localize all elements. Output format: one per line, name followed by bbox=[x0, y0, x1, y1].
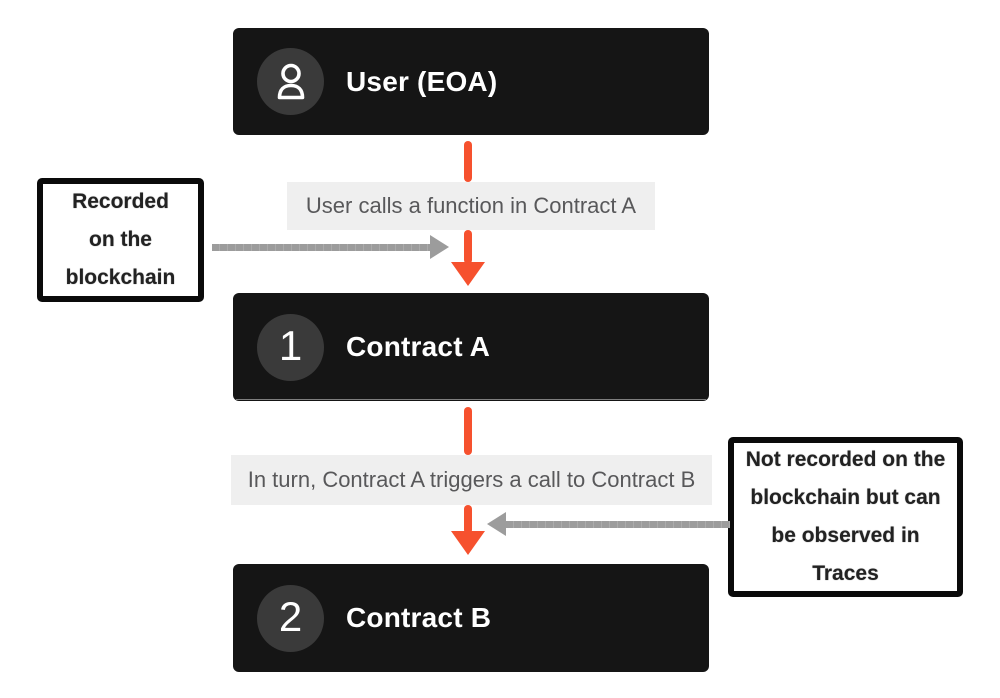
callout-line: Traces bbox=[812, 562, 879, 585]
callout-line: be observed in bbox=[771, 524, 920, 547]
callout-line: blockchain but can bbox=[750, 486, 941, 509]
orange-arrow-1-shaft-bottom bbox=[464, 230, 472, 264]
callout-line: blockchain bbox=[65, 266, 176, 289]
badge-1: 1 bbox=[257, 313, 324, 381]
node-title-contract-a: Contract A bbox=[346, 331, 491, 362]
node-contract-a: 1 Contract A bbox=[233, 293, 709, 401]
gray-arrow-left-shaft bbox=[212, 244, 431, 251]
node-user-eoa: User (EOA) bbox=[233, 28, 709, 135]
callout-line: on the bbox=[89, 228, 152, 251]
callout-recorded-on-blockchain: Recorded on the blockchain bbox=[37, 178, 204, 302]
user-icon bbox=[277, 63, 304, 99]
orange-arrow-2-head bbox=[451, 531, 485, 555]
flow-label-contract-a-call: In turn, Contract A triggers a call to C… bbox=[231, 455, 712, 505]
node-title-contract-b: Contract B bbox=[346, 602, 492, 633]
flow-label-user-call: User calls a function in Contract A bbox=[287, 182, 655, 230]
gray-arrow-left-head bbox=[430, 235, 449, 259]
orange-arrow-2-shaft-top bbox=[464, 407, 472, 455]
badge-2: 2 bbox=[257, 584, 324, 652]
badge-number: 2 bbox=[278, 593, 303, 640]
gray-arrow-right-head bbox=[487, 512, 506, 536]
callout-not-recorded-traces: Not recorded on the blockchain but can b… bbox=[728, 437, 963, 597]
callout-line: Not recorded on the bbox=[745, 448, 946, 471]
orange-arrow-2-shaft-bottom bbox=[464, 505, 472, 534]
gray-arrow-right-shaft bbox=[506, 521, 730, 528]
node-contract-b: 2 Contract B bbox=[233, 564, 709, 672]
callout-line: Recorded bbox=[72, 190, 169, 213]
node-title-user: User (EOA) bbox=[346, 65, 498, 97]
orange-arrow-1-shaft-top bbox=[464, 141, 472, 182]
user-avatar bbox=[257, 48, 324, 115]
orange-arrow-1-head bbox=[451, 262, 485, 286]
badge-number: 1 bbox=[278, 322, 303, 369]
contract-a-bottom-divider bbox=[236, 399, 706, 400]
